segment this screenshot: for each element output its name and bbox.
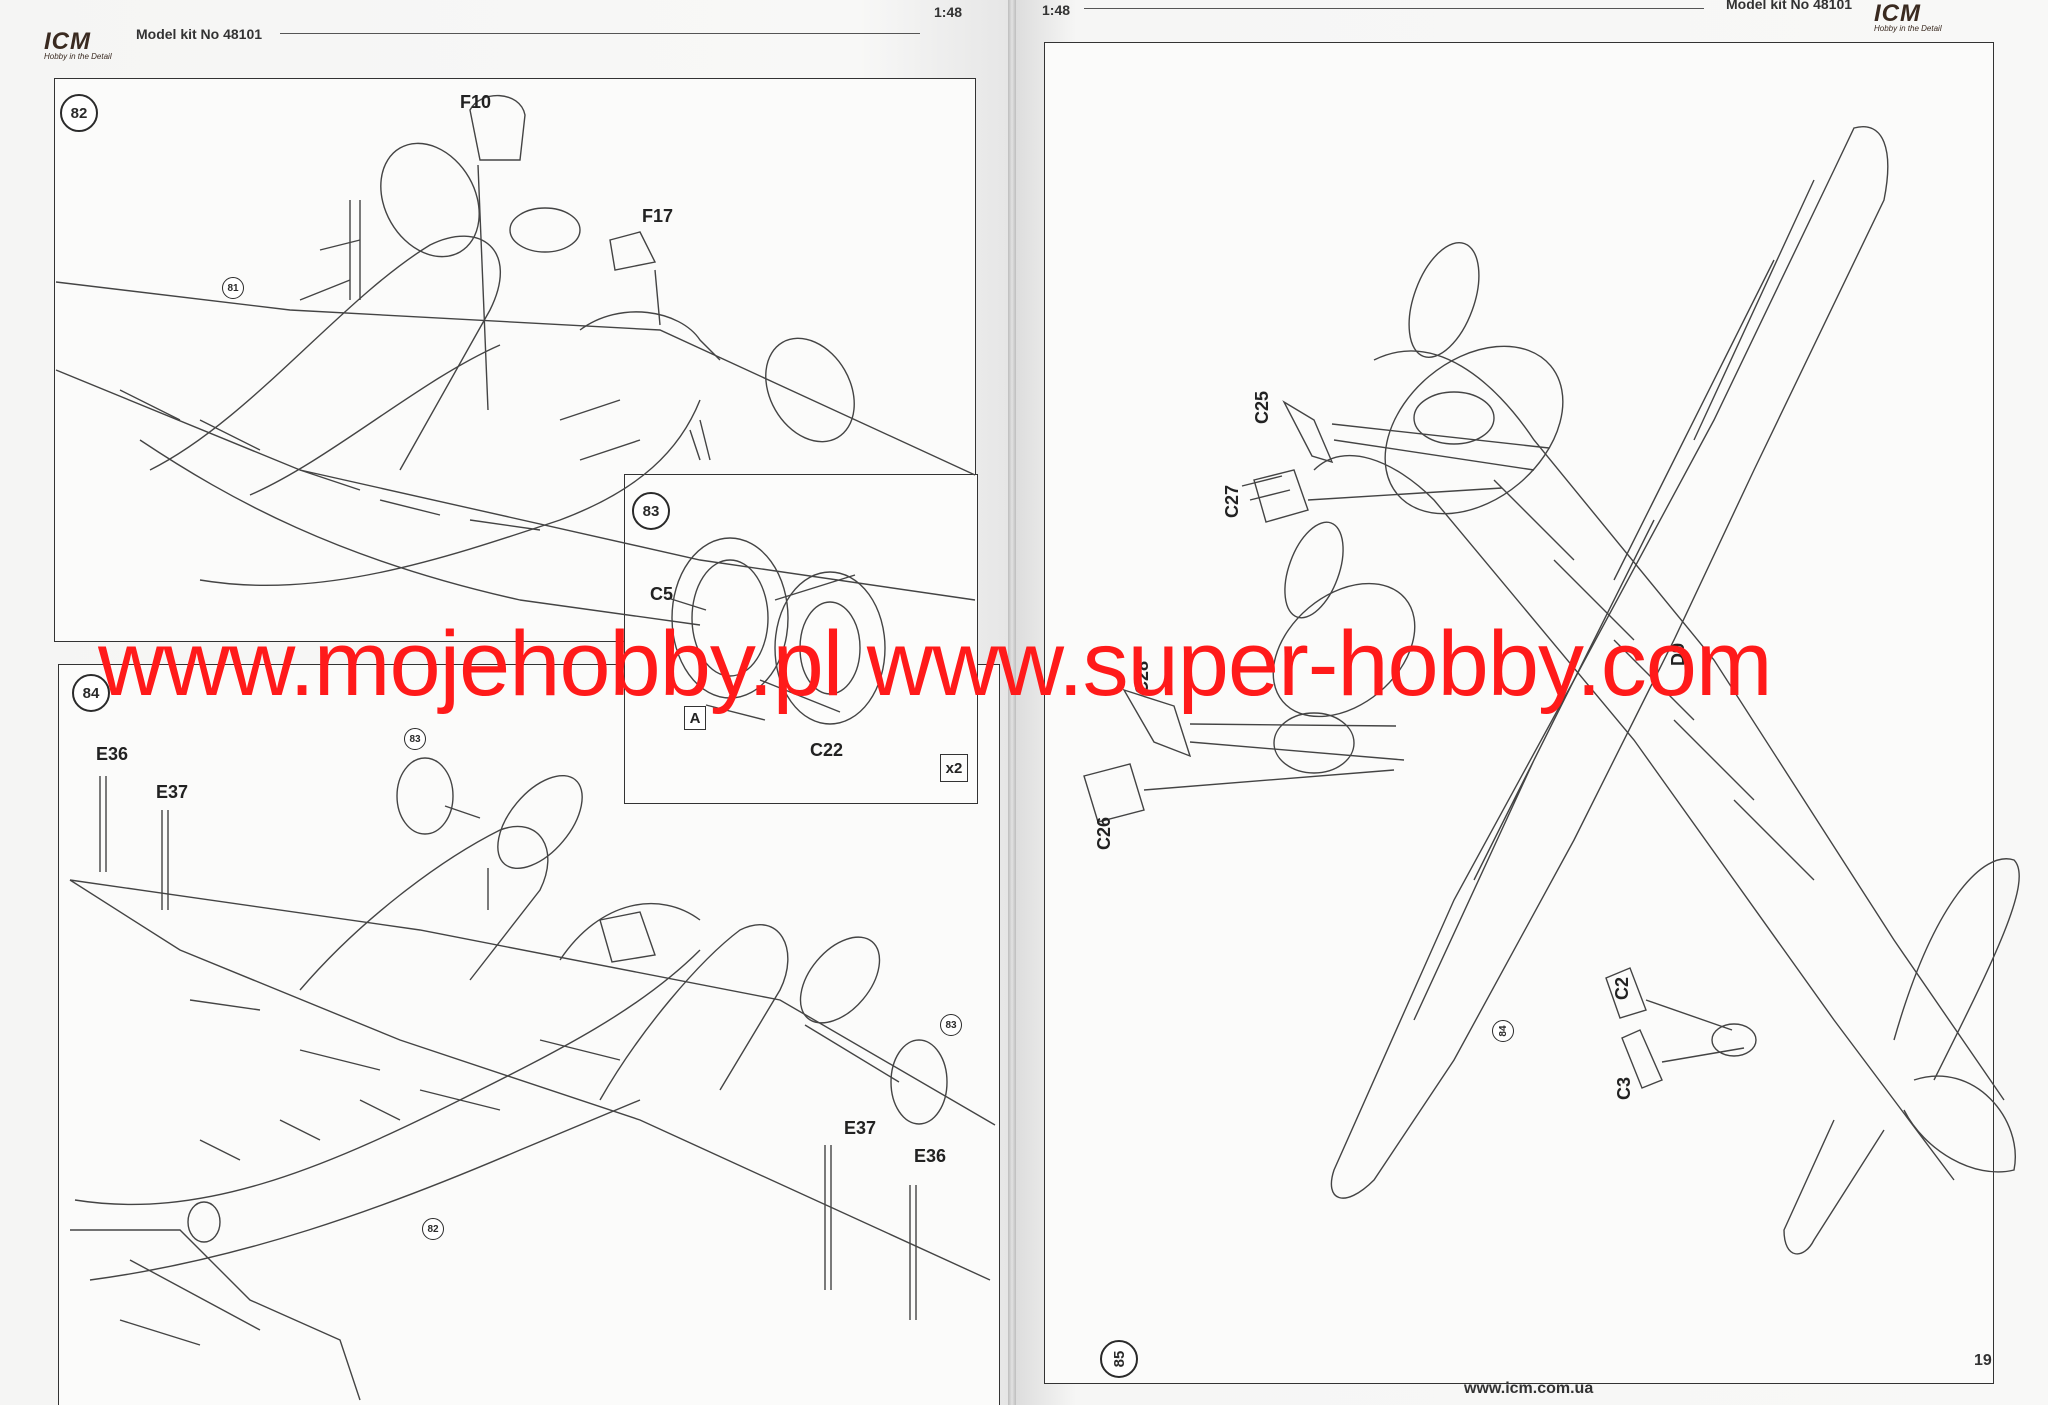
page-number: 19 [1974,1352,1992,1369]
scale-right: 1:48 [1042,2,1071,18]
part-c5-label: C5 [650,584,674,604]
model-kit-number-right: Model kit No 48101 [1726,0,1853,12]
part-f17-label: F17 [642,206,674,226]
page-spine [1008,0,1016,1405]
assembly-drawing-left [55,94,996,1401]
part-f10-label: F10 [460,92,492,112]
step-82-badge: 82 [60,94,98,132]
quantity-x2-box: x2 [940,754,968,782]
footer-url[interactable]: www.icm.com.ua [1464,1380,1594,1397]
part-c22-label: C22 [810,740,844,760]
scale-left: 1:48 [934,4,963,20]
step-84-badge: 84 [72,674,110,712]
ref-82-badge: 82 [422,1218,444,1240]
step-85-badge: 85 [1100,1340,1138,1378]
part-e36-right-label: E36 [914,1146,947,1166]
ref-83-right-badge: 83 [940,1014,962,1036]
header-rule-left [280,33,920,34]
part-c3-label: C3 [1614,1076,1634,1100]
header-rule-right [1084,8,1704,9]
part-c2-label: C2 [1612,976,1632,1000]
part-a-box: A [684,706,706,730]
model-kit-number-left: Model kit No 48101 [136,26,263,42]
left-page: ICM Hobby in the Detail Model kit No 481… [0,0,1010,1405]
step-85-panel [1044,42,1994,1384]
ref-83-top-badge: 83 [404,728,426,750]
icm-logo-left: ICM Hobby in the Detail [44,28,112,61]
part-e37-right-label: E37 [844,1118,877,1138]
part-e37-left-label: E37 [156,782,189,802]
step-83-badge: 83 [632,492,670,530]
assembly-drawing-right [1083,126,2020,1255]
part-c26-label: C26 [1094,816,1114,850]
right-page: 1:48 Model kit No 48101 ICM Hobby in the… [1014,0,2048,1405]
part-c27-label: C27 [1222,484,1242,518]
watermark-text: www.mojehobby.pl www.super-hobby.com [98,613,1773,715]
icm-logo-right: ICM Hobby in the Detail [1874,0,1942,33]
ref-84-badge: 84 [1492,1020,1514,1042]
ref-81-badge: 81 [222,277,244,299]
part-c25-label: C25 [1252,390,1272,424]
part-e36-left-label: E36 [96,744,129,764]
